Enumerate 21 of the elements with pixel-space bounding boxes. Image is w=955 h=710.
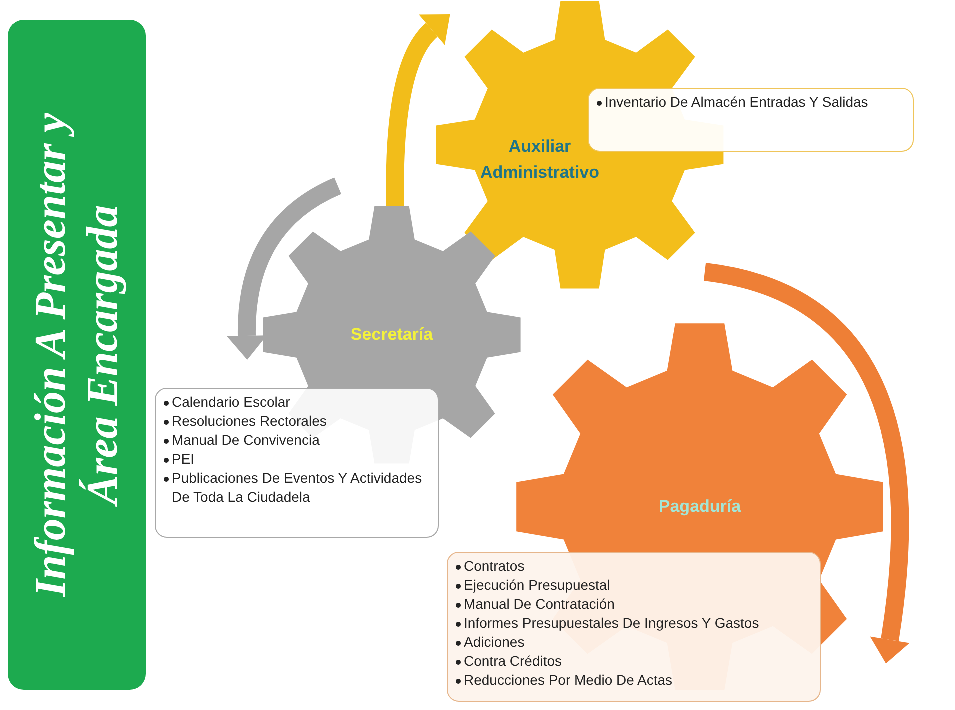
list-item: Calendario Escolar: [164, 393, 430, 412]
list-item: Adiciones: [456, 633, 812, 652]
list-item: Ejecución Presupuestal: [456, 576, 812, 595]
gear-label: Auxiliar Administrativo: [479, 136, 601, 184]
list-box: [155, 388, 439, 538]
list-item: PEI: [164, 450, 430, 469]
list-item: Inventario De Almacén Entradas Y Salidas: [597, 93, 905, 112]
list-item: Contra Créditos: [456, 652, 812, 671]
gear-label: Secretaría: [350, 324, 434, 346]
list-item: Manual De Convivencia: [164, 431, 430, 450]
list-item: Publicaciones De Eventos Y Actividades De Toda La Ciudadela: [164, 469, 430, 507]
list-box: [588, 88, 914, 152]
title-banner: [8, 20, 146, 690]
list-item: Resoluciones Rectorales: [164, 412, 430, 431]
list-item: Contratos: [456, 557, 812, 576]
list-item: Reducciones Por Medio De Actas: [456, 671, 812, 690]
gear-label: Pagaduría: [658, 496, 742, 518]
list-item: Informes Presupuestales De Ingresos Y Gastos: [456, 614, 812, 633]
list-item: Manual De Contratación: [456, 595, 812, 614]
list-box: [447, 552, 821, 702]
title-text: Información A Presentar y Área Encargada: [25, 112, 128, 600]
